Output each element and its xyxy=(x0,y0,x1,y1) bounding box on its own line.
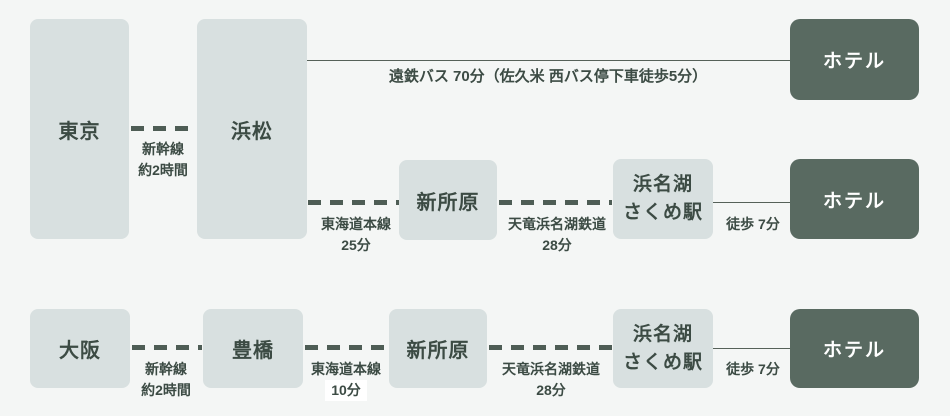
station-tokyo-label: 東京 xyxy=(58,120,101,143)
tokaido-line-label-tokyo: 東海道本線 25分 xyxy=(321,216,391,253)
shinkansen-label-osaka: 新幹線 約2時間 xyxy=(141,361,191,398)
station-hamanako-sakume-tokyo-route: 浜名湖 さくめ駅 xyxy=(613,159,713,239)
entetsu-bus-label: 遠鉄バス 70分（佐久米 西バス停下車徒歩5分） xyxy=(388,68,708,85)
hotel-box-train-route-tokyo: ホテル xyxy=(790,159,919,239)
hotel-label-bus-route: ホテル xyxy=(822,51,886,72)
walk-solid-line-sakume-hotel-osaka xyxy=(713,348,790,349)
tenhama-dashed-line-shinjohara-sakume-osaka xyxy=(489,345,612,350)
station-hamanako-sakume-osaka-route: 浜名湖 さくめ駅 xyxy=(613,309,713,388)
hotel-label-osaka-route: ホテル xyxy=(822,340,886,361)
station-shinjohara-osaka-route: 新所原 xyxy=(389,309,487,388)
station-hamamatsu-label: 浜松 xyxy=(231,120,273,143)
station-osaka-label: 大阪 xyxy=(59,340,101,362)
station-tokyo: 東京 xyxy=(30,19,129,239)
station-shinjohara-osaka-label: 新所原 xyxy=(406,340,470,362)
station-osaka: 大阪 xyxy=(30,309,130,388)
hotel-box-osaka-route: ホテル xyxy=(790,309,919,388)
shinkansen-dashed-line-tokyo-hamamatsu xyxy=(131,126,195,131)
tokaido-dashed-line-toyohashi-shinjohara xyxy=(305,345,389,350)
station-sakume-label: 浜名湖 さくめ駅 xyxy=(622,174,703,223)
shinkansen-label-tokyo: 新幹線 約2時間 xyxy=(138,141,188,178)
hotel-label-train-route-tokyo: ホテル xyxy=(822,190,886,212)
walk-solid-line-sakume-hotel-tokyo xyxy=(713,202,790,203)
bus-solid-line-hamamatsu-hotel xyxy=(306,60,790,61)
tokaido-line-label-osaka: 東海道本線 10分 xyxy=(286,359,406,401)
station-shinjohara-label: 新所原 xyxy=(416,191,480,214)
tenhama-line-label-tokyo: 天竜浜名湖鉄道 28分 xyxy=(508,216,606,253)
tenhama-dashed-line-shinjohara-sakume-tokyo xyxy=(499,200,612,205)
tenhama-line-label-osaka: 天竜浜名湖鉄道 28分 xyxy=(502,361,600,398)
hotel-box-bus-route: ホテル xyxy=(790,19,919,100)
station-toyohashi: 豊橋 xyxy=(203,309,303,388)
station-hamamatsu: 浜松 xyxy=(197,19,307,239)
station-toyohashi-label: 豊橋 xyxy=(232,340,274,362)
station-shinjohara-tokyo-route: 新所原 xyxy=(399,160,497,240)
walk-label-osaka: 徒歩 7分 xyxy=(726,361,780,377)
duration-highlight: 10分 xyxy=(325,380,367,401)
shinkansen-dashed-line-osaka-toyohashi xyxy=(132,345,202,350)
tokaido-dashed-line-hamamatsu-shinjohara xyxy=(308,200,399,205)
station-sakume-osaka-label: 浜名湖 さくめ駅 xyxy=(622,323,703,373)
walk-label-tokyo: 徒歩 7分 xyxy=(726,216,780,232)
